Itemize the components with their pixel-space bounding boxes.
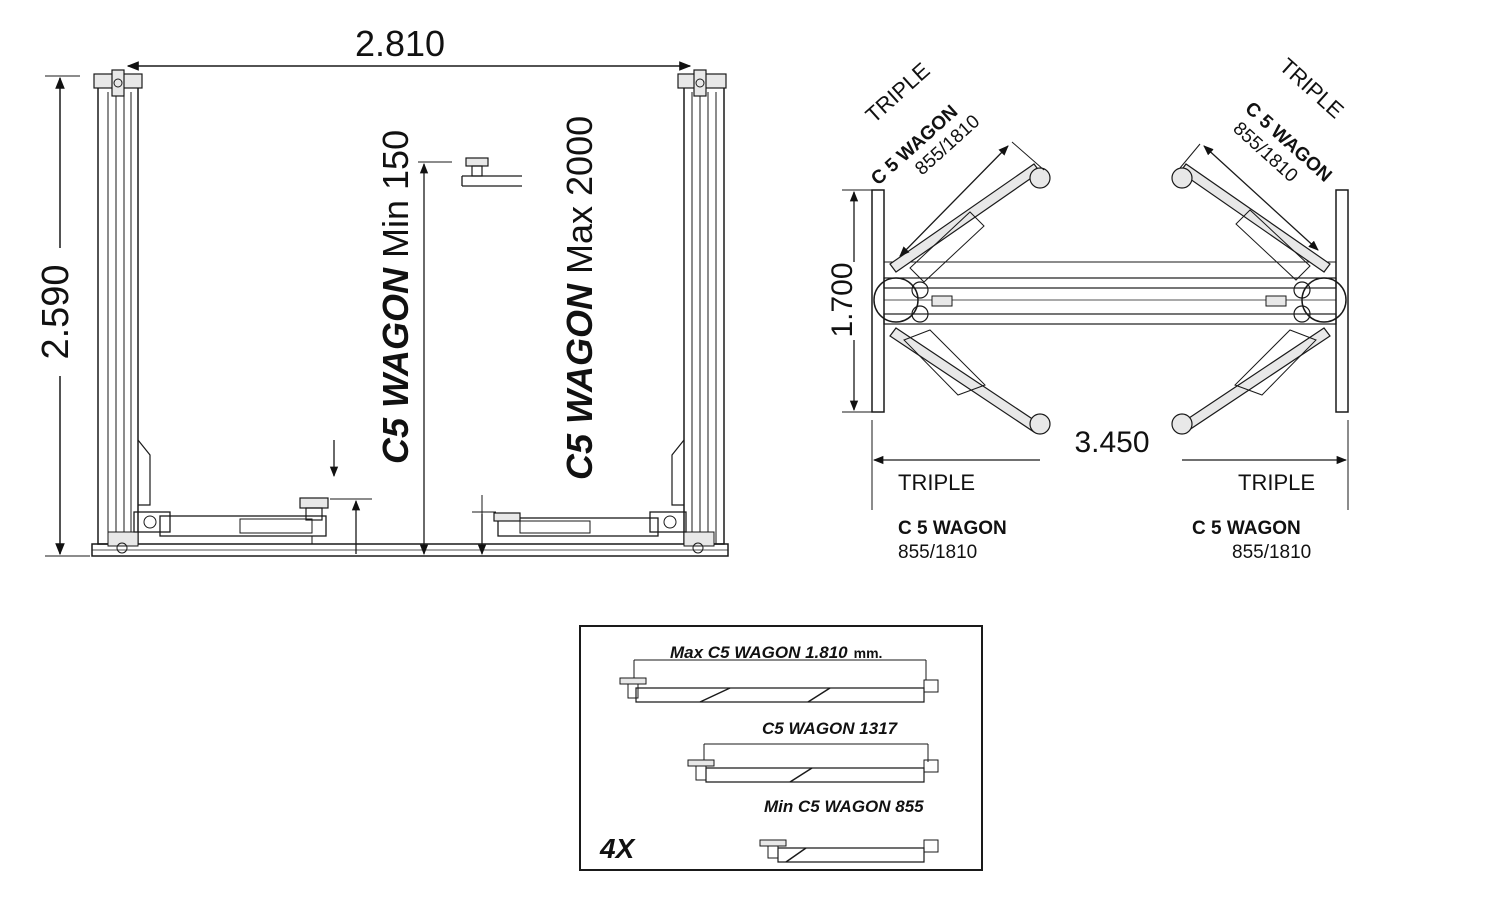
triple-label-tr: TRIPLE xyxy=(1275,53,1349,123)
top-right-arms xyxy=(1171,163,1331,435)
min-height-label: C5 WAGON Min 150 xyxy=(375,130,416,464)
triple-label-br: TRIPLE xyxy=(1238,470,1315,495)
max-arm xyxy=(619,677,939,703)
top-view: 1.700 3.450 TRIPLE C 5 WAGON 855/1810 TR… xyxy=(826,53,1349,563)
left-arm xyxy=(133,497,329,544)
mid-arm-label: C5 WAGON 1317 xyxy=(762,719,899,738)
max-height-label: C5 WAGON Max 2000 xyxy=(559,116,600,480)
raised-arm xyxy=(461,157,522,187)
right-column xyxy=(671,69,727,554)
right-arm xyxy=(493,511,687,537)
front-view: 2.810 2.590 xyxy=(35,23,729,557)
top-left-arms xyxy=(889,163,1051,435)
model-label-bl: C 5 WAGON xyxy=(898,518,1007,539)
mid-arm xyxy=(687,759,939,783)
triple-label-tl: TRIPLE xyxy=(861,58,935,128)
length-dimension: 3.450 xyxy=(1074,426,1149,459)
min-arm xyxy=(759,839,939,863)
model-label-br: C 5 WAGON xyxy=(1192,518,1301,539)
height-dimension: 2.590 xyxy=(35,264,77,359)
left-column xyxy=(93,69,151,554)
triple-label-bl: TRIPLE xyxy=(898,470,975,495)
quantity-label: 4X xyxy=(599,833,637,864)
range-label-bl: 855/1810 xyxy=(898,542,977,563)
width-dimension: 2.810 xyxy=(355,23,445,64)
depth-dimension: 1.700 xyxy=(826,262,859,337)
range-label-br: 855/1810 xyxy=(1232,542,1311,563)
min-arm-label: Min C5 WAGON 855 xyxy=(764,797,924,816)
